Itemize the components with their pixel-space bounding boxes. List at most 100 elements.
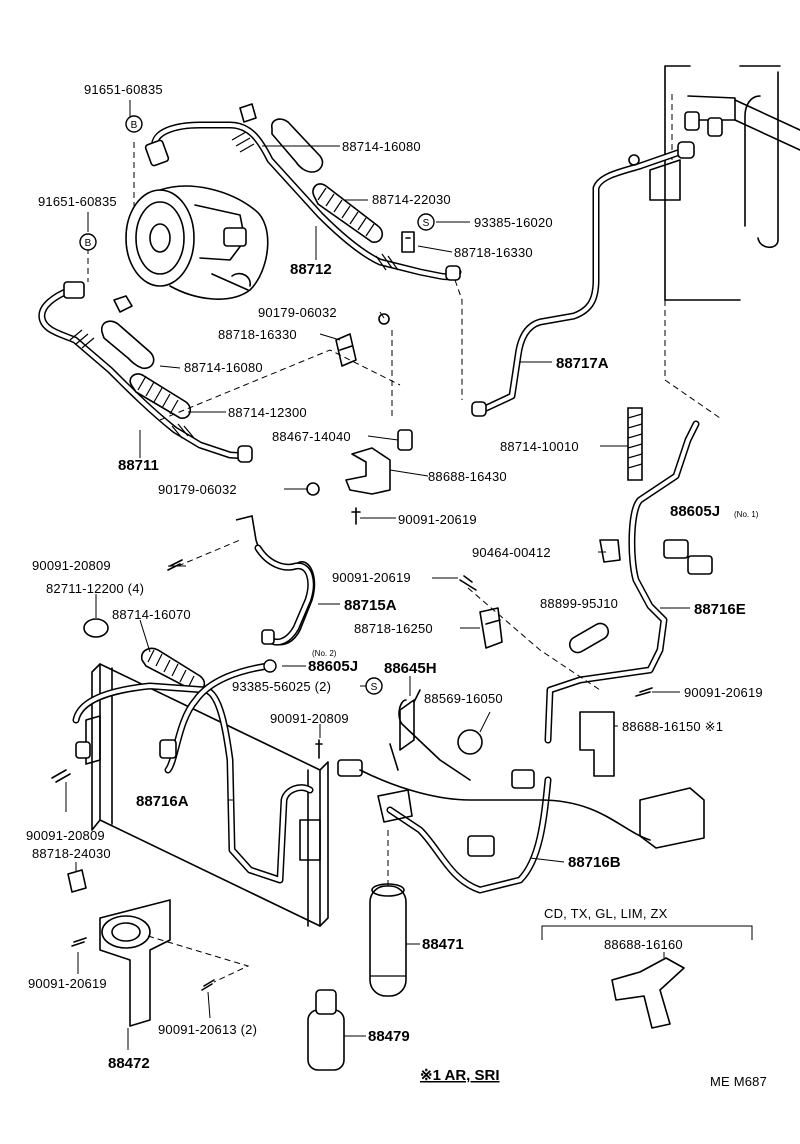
label-no2: (No. 2) [312, 649, 337, 658]
label-9338556025: 93385-56025 (2) [232, 679, 331, 694]
label-88716A: 88716A [136, 793, 189, 810]
marker-b-2: B [79, 233, 97, 251]
svg-text:S: S [371, 682, 378, 693]
label-8871410010: 88714-10010 [500, 439, 579, 454]
part-labels: 91651-60835 91651-60835 88714-16080 8871… [26, 82, 767, 1089]
discharge-pipe-88712 [133, 103, 463, 400]
label-8856916050: 88569-16050 [424, 691, 503, 706]
desiccant-88479 [307, 989, 345, 1071]
label-9046400412: 90464-00412 [472, 545, 551, 560]
pipe-88569-16050 [398, 699, 471, 781]
fitting-9017906032-upper [113, 295, 133, 313]
label-8889995J10: 88899-95J10 [540, 596, 618, 611]
bolt-9009120619-b [459, 575, 477, 591]
label-88716E: 88716E [694, 601, 746, 618]
bracket-88688-16160 [611, 957, 685, 1029]
label-88472: 88472 [108, 1055, 150, 1072]
clip-82711-12200 [83, 618, 109, 638]
label-88645H: 88645H [384, 660, 437, 677]
label-9017906032-a: 90179-06032 [258, 305, 337, 320]
hose-88714-10010 [627, 407, 643, 481]
footnote: ※1 AR, SRI [420, 1067, 500, 1084]
bolt-9009120809-a [167, 559, 183, 571]
bolt-9009120619-a [351, 507, 361, 525]
hose-88714-22030 [312, 183, 384, 243]
label-88715A: 88715A [344, 597, 397, 614]
label-8871412300: 88714-12300 [228, 405, 307, 420]
label-9017906032-b: 90179-06032 [158, 482, 237, 497]
label-8871816330-a: 88718-16330 [454, 245, 533, 260]
label-8868816160: 88688-16160 [604, 937, 683, 952]
label-8871416080-b: 88714-16080 [184, 360, 263, 375]
label-8871416070: 88714-16070 [112, 607, 191, 622]
marker-s-1: S [417, 213, 435, 231]
nut-9017906032-b [306, 482, 320, 496]
bolt-9009120613 [201, 979, 215, 991]
hose-88714-12300 [129, 373, 192, 419]
hose-88715A [235, 515, 316, 646]
label-88712: 88712 [290, 261, 332, 278]
label-8846714040: 88467-14040 [272, 429, 351, 444]
marker-j-connector [263, 659, 277, 673]
nut-9017906032-a [378, 313, 390, 325]
condenser-core-drawing [649, 65, 800, 419]
label-88471: 88471 [422, 936, 464, 953]
label-88479: 88479 [368, 1028, 410, 1045]
svg-text:B: B [85, 238, 92, 249]
clamp-88718-16330-lower [335, 333, 357, 367]
variant-bracket-line [541, 925, 753, 940]
label-9009120619-b: 90091-20619 [332, 570, 411, 585]
condenser-assembly [85, 663, 329, 927]
label-8871416080-a: 88714-16080 [342, 139, 421, 154]
harness-88716A [72, 662, 314, 884]
hose-88714-16080-lower [100, 320, 155, 370]
bracket-88472 [99, 899, 171, 1027]
receiver-88471 [369, 883, 407, 997]
marker-s-2: S [365, 677, 383, 695]
label-9009120619-a: 90091-20619 [398, 512, 477, 527]
label-8871422030: 88714-22030 [372, 192, 451, 207]
label-9009120619-d: 90091-20619 [28, 976, 107, 991]
label-88716B: 88716B [568, 854, 621, 871]
label-8871824030: 88718-24030 [32, 846, 111, 861]
label-9009120809-c: 90091-20809 [26, 828, 105, 843]
switch-88645H [389, 689, 421, 771]
harness-88716B [337, 759, 651, 894]
pipe-88717A [471, 141, 695, 417]
label-8271112200: 82711-12200 (4) [46, 581, 144, 596]
bolt-9009120809-b [315, 739, 323, 759]
bracket-88688-16150 [579, 711, 615, 777]
diagram-code: ME M687 [710, 1074, 767, 1089]
label-88605J-no1: 88605J [670, 503, 720, 520]
label-8868816150: 88688-16150 ※1 [622, 719, 723, 734]
label-9009120809-a: 90091-20809 [32, 558, 111, 573]
label-9009120809-b: 90091-20809 [270, 711, 349, 726]
clamp-88718-16330-upper [401, 231, 415, 253]
label-9338516020: 93385-16020 [474, 215, 553, 230]
label-variants: CD, TX, GL, LIM, ZX [544, 906, 668, 921]
label-9165160835-b: 91651-60835 [38, 194, 117, 209]
suction-pipe-88711 [38, 248, 253, 463]
svg-text:S: S [423, 218, 430, 229]
label-9165160835-a: 91651-60835 [84, 82, 163, 97]
label-88605J-no2: 88605J [308, 658, 358, 675]
bolt-9009120619-c [635, 687, 653, 697]
label-88711: 88711 [118, 457, 159, 474]
pressure-switch-88467-14040 [345, 429, 413, 495]
svg-text:B: B [131, 120, 138, 131]
bolt-9009120619-d [71, 937, 87, 947]
clamp-88718-16250 [479, 607, 503, 649]
relay-box [639, 787, 705, 849]
bolt-9009120809-c [51, 769, 71, 783]
harness-88716E [544, 420, 713, 744]
label-8868816430: 88688-16430 [428, 469, 507, 484]
clip-88569-16050 [457, 729, 483, 755]
label-9009120619-c: 90091-20619 [684, 685, 763, 700]
marker-b-1: B [125, 115, 143, 133]
label-no1: (No. 1) [734, 510, 759, 519]
label-88717A: 88717A [556, 355, 609, 372]
label-8871816330-b: 88718-16330 [218, 327, 297, 342]
clamp-88718-24030 [67, 869, 87, 893]
compressor-drawing [125, 185, 269, 300]
